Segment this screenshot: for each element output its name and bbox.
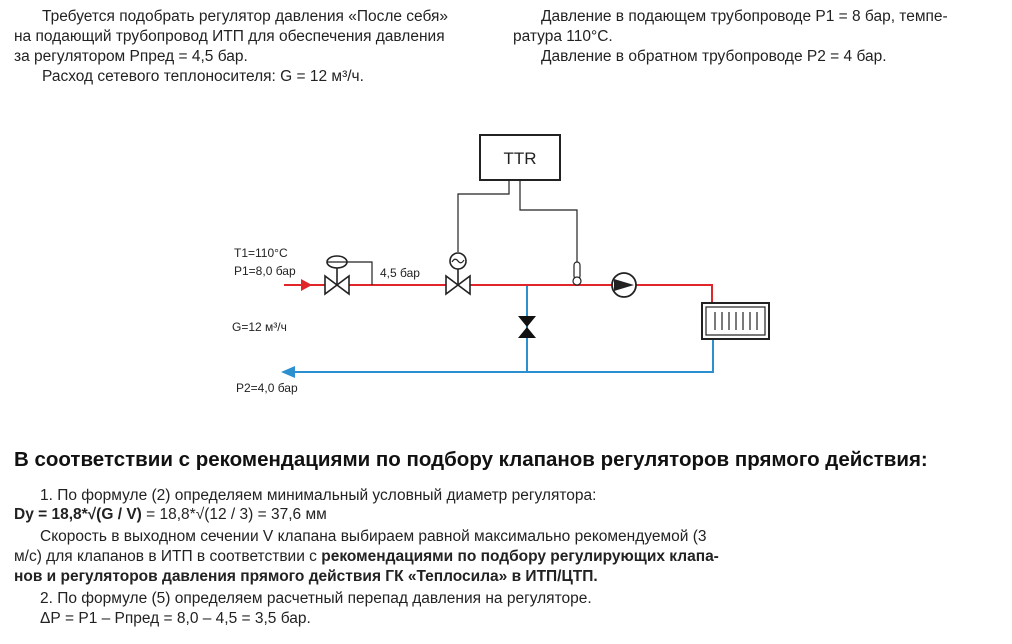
after-pressure-label: 4,5 бар — [380, 266, 420, 280]
intro-right-line-3: Давление в обратном трубопроводе Р2 = 4 … — [541, 48, 887, 65]
pressure-regulator-valve-icon — [324, 255, 350, 296]
temperature-sensor-icon — [572, 261, 582, 286]
sensor-signal-wire — [519, 180, 578, 262]
formula-result: = 18,8*√(12 / 3) = 37,6 мм — [141, 506, 327, 523]
bypass-check-valve-icon — [518, 316, 536, 338]
intro-right-line-1: Давление в подающем трубопроводе Р1 = 8 … — [541, 8, 948, 25]
flow-label: G=12 м³/ч — [232, 320, 287, 334]
speed-line-2-plain: м/с) для клапанов в ИТП в соответствии с — [14, 548, 322, 565]
actuator-signal-wire — [457, 180, 510, 252]
step-2-text: 2. По формуле (5) определяем расчетный п… — [40, 590, 592, 607]
intro-left-line-2: на подающий трубопровод ИТП для обеспече… — [14, 28, 445, 45]
intro-right-line-2: ратура 110°С. — [513, 28, 613, 45]
supply-inlet-arrow-icon — [301, 279, 312, 291]
speed-line-1: Скорость в выходном сечении V клапана вы… — [40, 528, 707, 545]
intro-left-line-4: Расход сетевого теплоносителя: G = 12 м³… — [42, 68, 364, 85]
circulation-pump-icon — [611, 272, 637, 298]
step-1-text: 1. По формуле (2) определяем минимальный… — [40, 487, 597, 504]
recommendations-reference: рекомендациями по подбору регулирующих к… — [321, 548, 719, 565]
t1-label: T1=110°C — [234, 246, 288, 260]
intro-left-line-1: Требуется подобрать регулятор давления «… — [42, 8, 449, 25]
speed-line-2: м/с) для клапанов в ИТП в соответствии с… — [14, 547, 719, 567]
formula-bold: Dy = 18,8*√(G / V) — [14, 506, 142, 523]
pressure-drop-result: ΔР = Р1 – Рпред = 8,0 – 4,5 = 3,5 бар. — [40, 610, 311, 627]
section-heading: В соответствии с рекомендациями по подбо… — [14, 448, 928, 471]
impulse-tube — [347, 261, 373, 285]
p1-label: P1=8,0 бар — [234, 264, 296, 278]
return-outlet-arrow-icon — [281, 366, 295, 378]
radiator-icon — [701, 302, 770, 340]
ttr-controller-label: TTR — [503, 149, 536, 168]
ttr-controller-box — [479, 134, 561, 181]
intro-left-line-3: за регулятором Рпред = 4,5 бар. — [14, 48, 248, 65]
control-valve-icon — [445, 252, 471, 296]
p2-label: P2=4,0 бар — [236, 381, 298, 395]
speed-line-3: нов и регуляторов давления прямого дейст… — [14, 568, 598, 585]
formula-line: Dy = 18,8*√(G / V) = 18,8*√(12 / 3) = 37… — [14, 505, 327, 525]
